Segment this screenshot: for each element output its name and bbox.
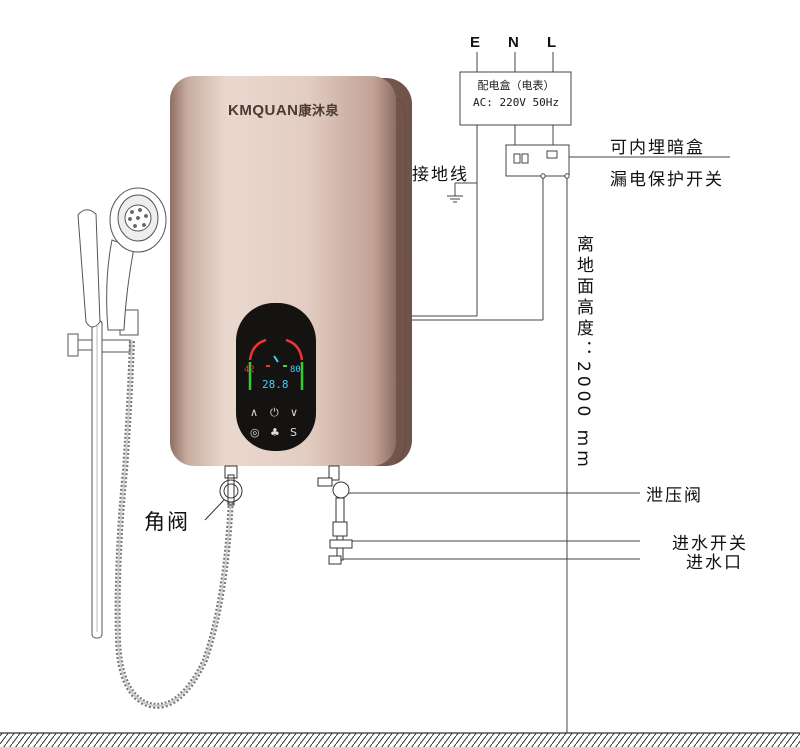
display-center-readout: 28.8: [262, 378, 289, 391]
pressure-valve: [317, 465, 350, 523]
ground-wire-label: 接地线: [412, 165, 469, 185]
heater-unit: [170, 76, 412, 466]
inlet-switch-label: 进水开关: [672, 534, 748, 554]
fan-button[interactable]: ♣: [270, 426, 280, 439]
brand-name: KMQUAN: [228, 102, 299, 119]
inlet-label: 进水口: [686, 553, 743, 573]
distribution-box-spec: AC: 220V 50Hz: [472, 96, 560, 109]
height-label: 离地面高度：2000 mm: [573, 235, 593, 471]
wiring-lines: [335, 52, 730, 733]
shower-head: [77, 187, 167, 331]
angle-valve-label: 角阀: [144, 510, 190, 534]
power-button[interactable]: ⏻: [270, 406, 279, 419]
leakage-switch-label: 漏电保护开关: [610, 170, 724, 190]
control-panel: [236, 303, 316, 451]
angle-valve: [204, 465, 243, 521]
display-right-temp: 80: [290, 365, 301, 375]
terminal-l: L: [547, 34, 557, 51]
leakage-switch: [505, 144, 570, 179]
s-button[interactable]: S: [290, 426, 297, 439]
floor: [0, 733, 800, 747]
distribution-box: [459, 71, 572, 126]
terminal-n: N: [508, 34, 519, 51]
display-left-temp: 42: [244, 365, 255, 375]
terminal-e: E: [470, 34, 481, 51]
brand-logo: KMQUAN康沐泉: [228, 100, 339, 119]
distribution-box-title: 配电盒（电表）: [477, 79, 555, 92]
inlet-switch: [328, 521, 353, 565]
down-button[interactable]: ∨: [290, 406, 299, 419]
up-button[interactable]: ∧: [250, 406, 259, 419]
brand-name-cn: 康沐泉: [298, 103, 340, 118]
mode-button[interactable]: ◎: [250, 426, 260, 439]
pressure-valve-label: 泄压阀: [646, 486, 703, 506]
embedded-box-label: 可内埋暗盒: [610, 138, 705, 158]
